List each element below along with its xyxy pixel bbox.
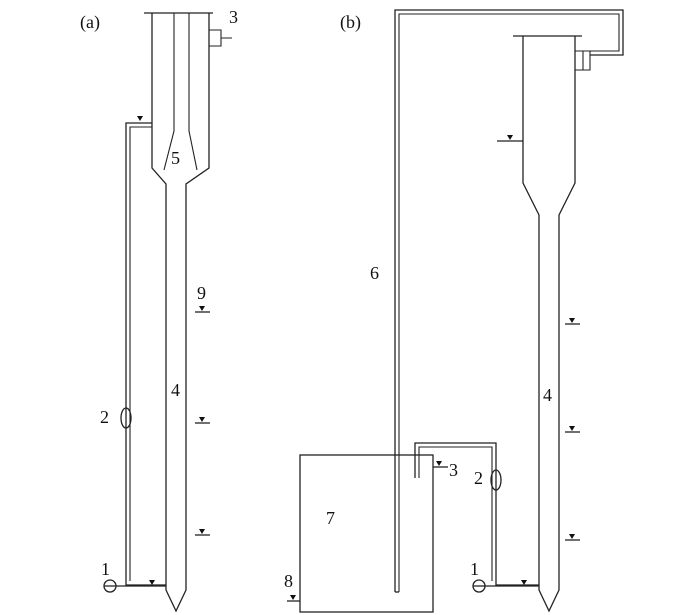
b-label-6: 6 xyxy=(370,263,379,283)
b-sampling-marker-3 xyxy=(569,534,575,539)
b-reactor-body xyxy=(522,36,576,613)
a-separator-tube-left xyxy=(163,13,175,171)
a-label-9: 9 xyxy=(197,283,206,303)
panel-b-label: (b) xyxy=(340,12,361,33)
a-reactor-body xyxy=(151,13,210,613)
b-return-pipe-outer xyxy=(394,9,624,592)
b-storage-tank xyxy=(299,454,434,613)
a-recirculation-pipe xyxy=(125,122,166,586)
a-sampling-marker-2 xyxy=(199,417,205,422)
b-tank-drain-marker xyxy=(290,595,296,600)
b-feed-marker xyxy=(521,580,527,585)
b-return-pipe-inner xyxy=(398,13,620,592)
a-label-4: 4 xyxy=(171,380,180,400)
a-separator-tube-right xyxy=(188,13,198,171)
b-top-outlet xyxy=(575,50,591,71)
panel-a-label: (a) xyxy=(80,12,100,33)
b-label-7: 7 xyxy=(326,508,335,528)
b-label-2: 2 xyxy=(474,468,483,488)
b-tank-recirculation-pipe-inner xyxy=(418,446,493,581)
b-label-3: 3 xyxy=(449,460,458,480)
b-tank-recirculation-pipe xyxy=(414,442,539,586)
a-level-marker-bottom xyxy=(149,580,155,585)
a-recirculation-pipe-inner xyxy=(129,126,152,581)
b-pump-icon xyxy=(490,469,502,491)
b-sampling-marker-1 xyxy=(569,318,575,323)
b-label-4: 4 xyxy=(543,385,552,405)
a-pump-icon xyxy=(120,407,132,429)
a-sampling-marker-3 xyxy=(199,529,205,534)
a-effluent-outlet xyxy=(209,29,232,47)
a-label-3: 3 xyxy=(229,7,238,27)
b-sampling-marker-2 xyxy=(569,426,575,431)
b-upper-port-marker xyxy=(507,135,513,140)
a-label-2: 2 xyxy=(100,407,109,427)
b-label-1: 1 xyxy=(470,559,479,579)
a-sampling-marker-1 xyxy=(199,306,205,311)
b-tank-overflow-marker xyxy=(436,461,442,466)
panel-b: (b) xyxy=(284,9,624,613)
a-level-marker-top xyxy=(137,116,143,121)
a-label-5: 5 xyxy=(171,148,180,168)
panel-a: (a) 1 2 3 4 5 9 xyxy=(80,7,238,613)
a-label-1: 1 xyxy=(101,559,110,579)
b-label-8: 8 xyxy=(284,571,293,591)
